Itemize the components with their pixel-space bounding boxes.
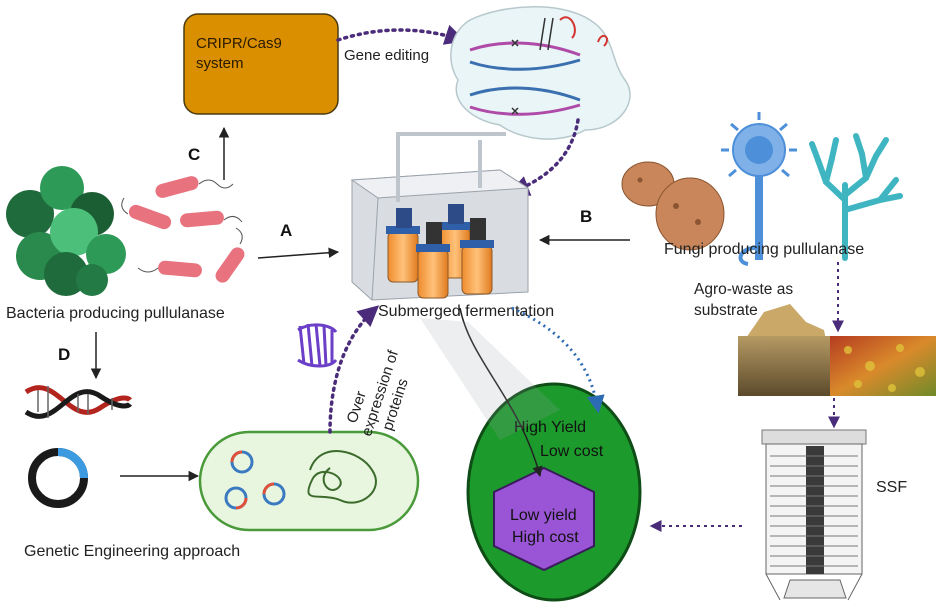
arrow-a [257, 247, 340, 259]
fungi-caption: Fungi producing pullulanase [664, 241, 864, 258]
straw-pile [746, 304, 826, 340]
crispr-box [183, 13, 339, 115]
genetic-engineering-caption: Genetic Engineering approach [24, 543, 240, 560]
vegetable-waste-texture [844, 344, 925, 392]
vegetable-waste-image [830, 336, 936, 396]
ssf-bioreactor-image [761, 429, 867, 601]
rod-bacteria [121, 176, 245, 283]
penicillium-fungus-icon [809, 133, 903, 261]
aspergillus-fungus-icon [721, 112, 797, 266]
crispr-box-label-line2: system [196, 55, 244, 72]
engineered-bacterial-cell [198, 430, 420, 532]
arrow-overexpression [328, 305, 380, 434]
dna-helix-icon [24, 385, 132, 419]
high-yield-label: High Yield [514, 419, 586, 436]
soil-substrate-image [738, 336, 830, 396]
arrow-crispr-to-gene-editing [336, 24, 466, 45]
label-a: A [280, 221, 292, 240]
low-yield-label: Low yield [510, 507, 577, 524]
dna-double-strand-icon [469, 16, 608, 116]
fermentation-projection-wedge [420, 318, 560, 440]
arrow-fermentation-to-low-yield [459, 307, 543, 478]
bacterial-chromosome [307, 450, 377, 504]
yeast-cells [621, 161, 725, 251]
crispr-box-label-line1: CRIPR/Cas9 [196, 35, 282, 52]
gene-editing-label: Gene editing [344, 47, 429, 64]
submerged-caption: Submerged fermentation [378, 303, 554, 320]
cocci-bacteria-cluster [6, 166, 126, 296]
low-cost-label: Low cost [540, 443, 604, 460]
bacteria-caption: Bacteria producing pullulanase [6, 305, 225, 322]
membrane-protein-icon [297, 323, 338, 368]
gene-editing-cloud [450, 6, 631, 140]
plasmid-icon [28, 448, 88, 508]
agro-waste-line1: Agro-waste as [694, 281, 793, 298]
agro-waste-line2: substrate [694, 302, 758, 319]
high-cost-label: High cost [512, 529, 579, 546]
label-b: B [580, 207, 592, 226]
low-yield-hexagon [493, 466, 595, 572]
ssf-label: SSF [876, 479, 907, 496]
label-c: C [188, 145, 200, 164]
submerged-fermenter-image [350, 132, 530, 301]
plasmids-in-cell [224, 450, 286, 510]
label-d: D [58, 345, 70, 364]
